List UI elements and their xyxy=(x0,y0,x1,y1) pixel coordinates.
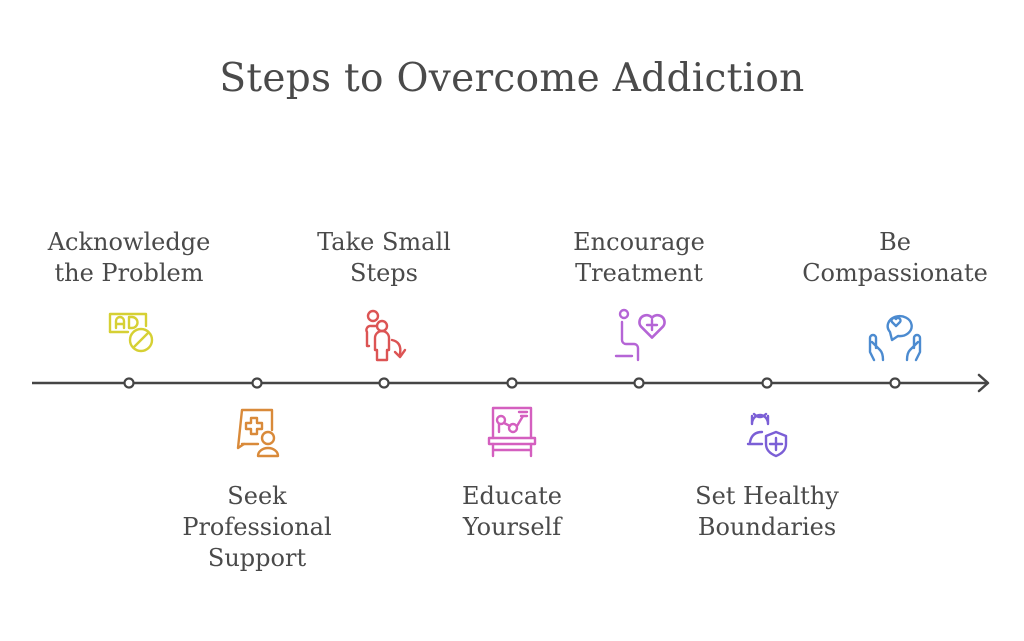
hands-heart-icon xyxy=(860,302,930,372)
ad-prohibited-icon xyxy=(94,302,164,372)
medical-consult-icon xyxy=(222,396,292,466)
presentation-board-icon xyxy=(477,396,547,466)
step-label-line: Seek xyxy=(227,482,287,510)
person-shield-icon xyxy=(732,396,802,466)
step-label-line: Treatment xyxy=(575,259,703,287)
timeline-node xyxy=(378,377,390,389)
people-steps-icon xyxy=(349,302,419,372)
timeline-node xyxy=(889,377,901,389)
timeline-node xyxy=(123,377,135,389)
step-label-line: Yourself xyxy=(462,513,562,541)
patient-heart-icon xyxy=(604,302,674,372)
step-label-line: Steps xyxy=(350,259,418,287)
page-title: Steps to Overcome Addiction xyxy=(219,56,805,101)
step-label-line: Encourage xyxy=(573,228,705,256)
step-label-line: Set Healthy xyxy=(695,482,839,510)
step-label-line: Support xyxy=(207,544,307,572)
timeline-node xyxy=(251,377,263,389)
step-label-line: Compassionate xyxy=(802,259,988,287)
step-label-line: Boundaries xyxy=(697,513,837,541)
arrow-head-icon xyxy=(977,373,990,393)
timeline-node xyxy=(761,377,773,389)
step-label-line: Be xyxy=(879,228,911,256)
timeline-node xyxy=(506,377,518,389)
step-label-line: the Problem xyxy=(54,259,204,287)
step-label-line: Take Small xyxy=(317,228,451,256)
step-label-line: Educate xyxy=(462,482,562,510)
step-label-line: Acknowledge xyxy=(47,228,211,256)
step-label: Acknowledge the Problem xyxy=(9,227,249,289)
step-label-line: Professional xyxy=(182,513,332,541)
timeline-node xyxy=(633,377,645,389)
